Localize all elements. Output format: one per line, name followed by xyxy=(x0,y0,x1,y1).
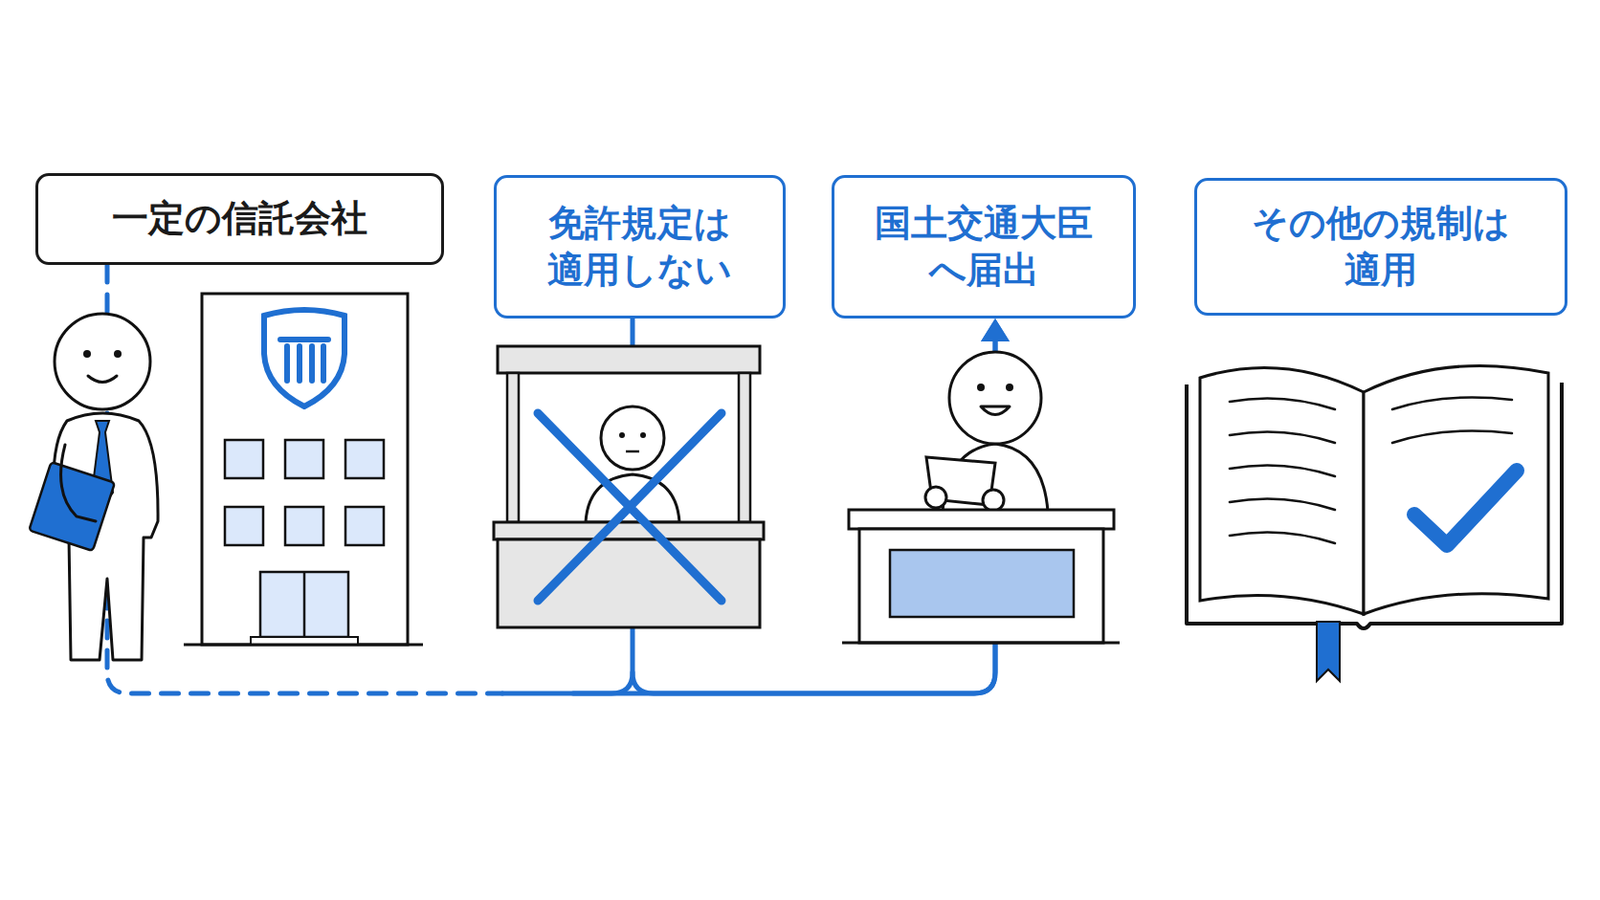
label-text-group: 国土交通大臣 へ届出 xyxy=(849,200,1118,295)
label-box: 免許規定は 適用しない xyxy=(493,175,786,319)
label-box: 国土交通大臣 へ届出 xyxy=(831,175,1136,319)
official-smile xyxy=(980,406,1010,416)
official-eye xyxy=(1005,383,1014,392)
person-smile xyxy=(88,376,117,383)
building-body xyxy=(201,293,408,645)
window xyxy=(345,440,384,479)
booth-counter xyxy=(493,522,764,540)
person-eye xyxy=(113,350,122,358)
building-shield xyxy=(264,310,345,407)
dashed-line xyxy=(107,265,503,694)
floor-line xyxy=(842,642,1120,645)
license-booth xyxy=(493,346,764,628)
desk-panel xyxy=(889,550,1074,618)
shield-pillar xyxy=(280,339,329,381)
booth-post xyxy=(738,373,751,523)
blue-folder xyxy=(28,462,115,552)
person-eye xyxy=(83,350,91,358)
official-eye xyxy=(977,383,985,392)
door-split xyxy=(303,572,307,638)
check-mark xyxy=(1414,470,1517,546)
book-page xyxy=(1363,365,1549,615)
official-head xyxy=(949,352,1042,445)
clerk-eye xyxy=(640,432,646,439)
ground-line xyxy=(183,644,423,647)
door xyxy=(260,572,349,638)
book-page xyxy=(1200,367,1364,615)
booth-post xyxy=(507,373,519,523)
label-text: 国土交通大臣 へ届出 xyxy=(849,200,1118,295)
official-hand xyxy=(925,487,947,509)
clerk-eye xyxy=(619,432,625,439)
label-text-group: その他の規制は 適用 xyxy=(1237,200,1525,295)
desk-body xyxy=(859,529,1104,644)
arrow-head xyxy=(980,318,1010,342)
ministry-desk xyxy=(842,352,1120,644)
trust-building xyxy=(183,293,423,645)
clerk-head xyxy=(600,406,665,470)
label-text-group: 免許規定は 適用しない xyxy=(511,200,770,295)
label-text-group: 一定の信託会社 xyxy=(111,195,368,243)
window xyxy=(224,440,264,479)
desk-top xyxy=(848,510,1114,530)
person-arm xyxy=(61,444,96,522)
booth-panel xyxy=(497,539,760,628)
window xyxy=(345,507,384,546)
rule-book xyxy=(1186,365,1562,682)
label-box: その他の規制は 適用 xyxy=(1194,177,1568,316)
label-box: 一定の信託会社 xyxy=(35,173,445,266)
window xyxy=(224,507,264,546)
window xyxy=(285,507,324,546)
window xyxy=(285,440,324,479)
person-head xyxy=(54,313,151,410)
clerk-mouth xyxy=(625,450,640,454)
cross-mark xyxy=(537,413,722,601)
arrow-head xyxy=(980,318,1010,342)
merge-curve xyxy=(573,672,633,694)
booth-roof xyxy=(497,346,760,374)
label-text: その他の規制は 適用 xyxy=(1237,200,1525,295)
person-figure xyxy=(28,313,158,661)
label-text: 一定の信託会社 xyxy=(111,195,368,243)
official-hand xyxy=(982,489,1004,512)
bookmark xyxy=(1316,622,1340,682)
label-text: 免許規定は 適用しない xyxy=(511,200,770,295)
